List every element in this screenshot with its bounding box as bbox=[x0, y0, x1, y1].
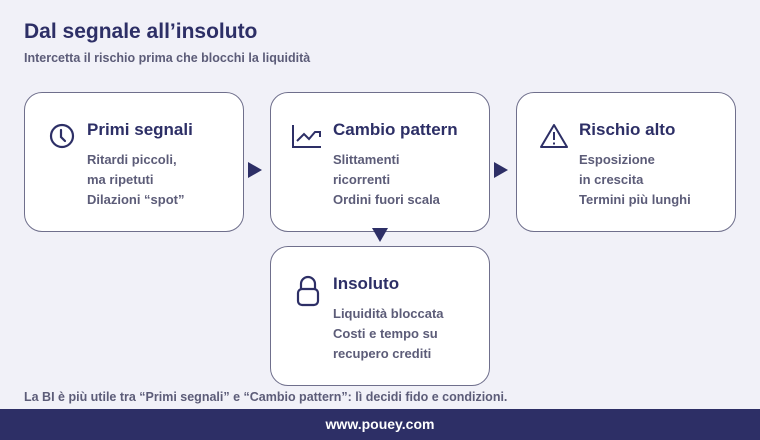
clock-icon bbox=[49, 123, 75, 149]
step-line: Liquidità bloccata bbox=[333, 306, 444, 321]
step-line: Dilazioni “spot” bbox=[87, 192, 185, 207]
lock-icon bbox=[296, 275, 320, 307]
step-line: in crescita bbox=[579, 172, 644, 187]
arrow-right-icon bbox=[494, 162, 508, 178]
step-line: Slittamenti bbox=[333, 152, 400, 167]
arrow-right-icon bbox=[248, 162, 262, 178]
step-title: Rischio alto bbox=[579, 120, 676, 139]
footer-website[interactable]: www.pouey.com bbox=[0, 409, 760, 440]
arrow-down-icon bbox=[372, 228, 388, 242]
step-title: Primi segnali bbox=[87, 120, 193, 139]
step-line: ma ripetuti bbox=[87, 172, 154, 187]
line-chart-icon bbox=[292, 125, 321, 148]
step-line: Termini più lunghi bbox=[579, 192, 691, 207]
step-primi-segnali: Primi segnali Ritardi piccoli, ma ripetut… bbox=[24, 92, 244, 232]
step-line: Esposizione bbox=[579, 152, 655, 167]
page-subtitle: Intercetta il rischio prima che blocchi … bbox=[24, 51, 311, 65]
step-line: ricorrenti bbox=[333, 172, 391, 187]
step-line: recupero crediti bbox=[333, 346, 432, 361]
step-line: Ordini fuori scala bbox=[333, 192, 440, 207]
step-line: Ritardi piccoli, bbox=[87, 152, 177, 167]
page-title: Dal segnale all’insoluto bbox=[24, 20, 258, 43]
warning-icon bbox=[540, 124, 568, 148]
step-title: Insoluto bbox=[333, 274, 400, 293]
footnote: La BI è più utile tra “Primi segnali” e … bbox=[24, 390, 508, 404]
step-line: Costi e tempo su bbox=[333, 326, 438, 341]
step-title: Cambio pattern bbox=[333, 120, 458, 139]
